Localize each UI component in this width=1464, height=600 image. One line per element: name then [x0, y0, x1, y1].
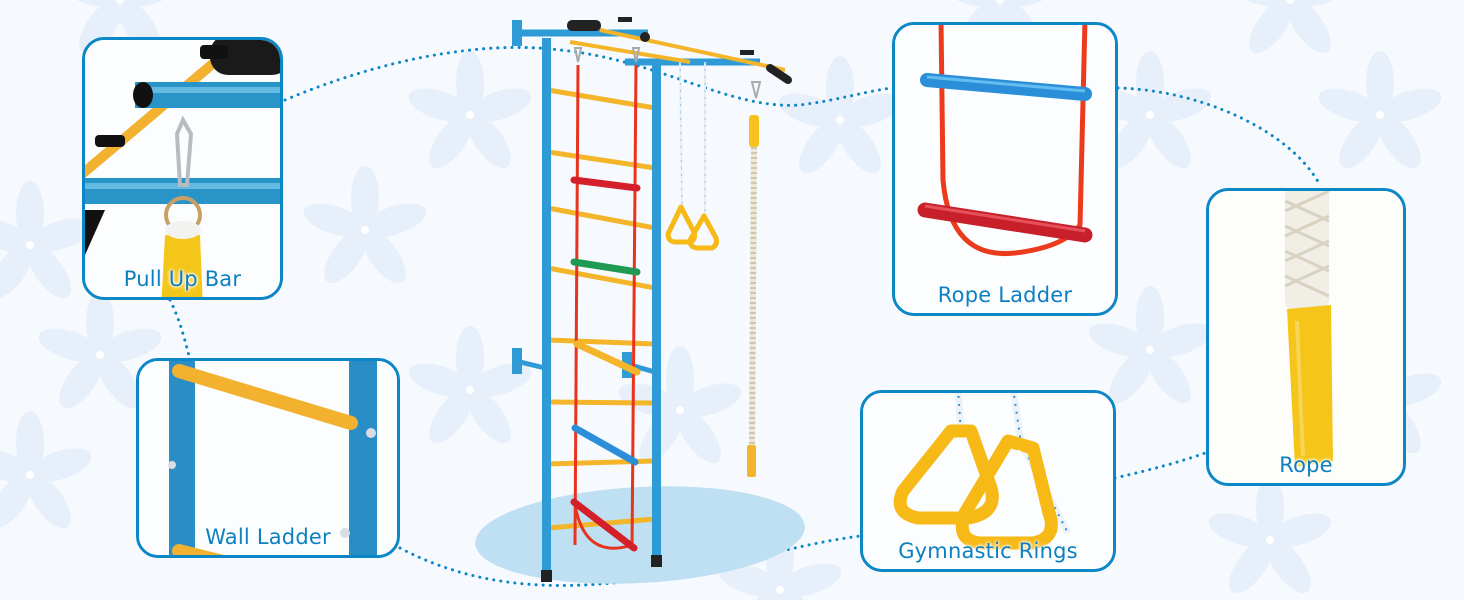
feature-card-rope: Rope — [1206, 188, 1406, 486]
feature-label: Pull Up Bar — [123, 267, 242, 291]
feature-card-pull-up-bar: Pull Up Bar — [82, 37, 283, 300]
wall-ladder-detail-image — [139, 361, 397, 555]
feature-card-rope-ladder: Rope Ladder — [892, 22, 1118, 316]
feature-label: Gymnastic Rings — [898, 539, 1078, 563]
feature-label: Wall Ladder — [205, 525, 331, 549]
feature-card-gymnastic-rings: Gymnastic Rings — [860, 390, 1116, 572]
rope-detail-image — [1209, 191, 1403, 483]
rope-ladder-detail-image — [895, 25, 1115, 313]
feature-label: Rope Ladder — [937, 283, 1073, 307]
pull-up-bar-detail-image — [85, 40, 280, 297]
feature-label: Rope — [1279, 453, 1333, 477]
feature-card-wall-ladder: Wall Ladder — [136, 358, 400, 558]
gymnastic-rings-detail-image — [863, 393, 1113, 569]
floor-shadow — [475, 486, 805, 584]
